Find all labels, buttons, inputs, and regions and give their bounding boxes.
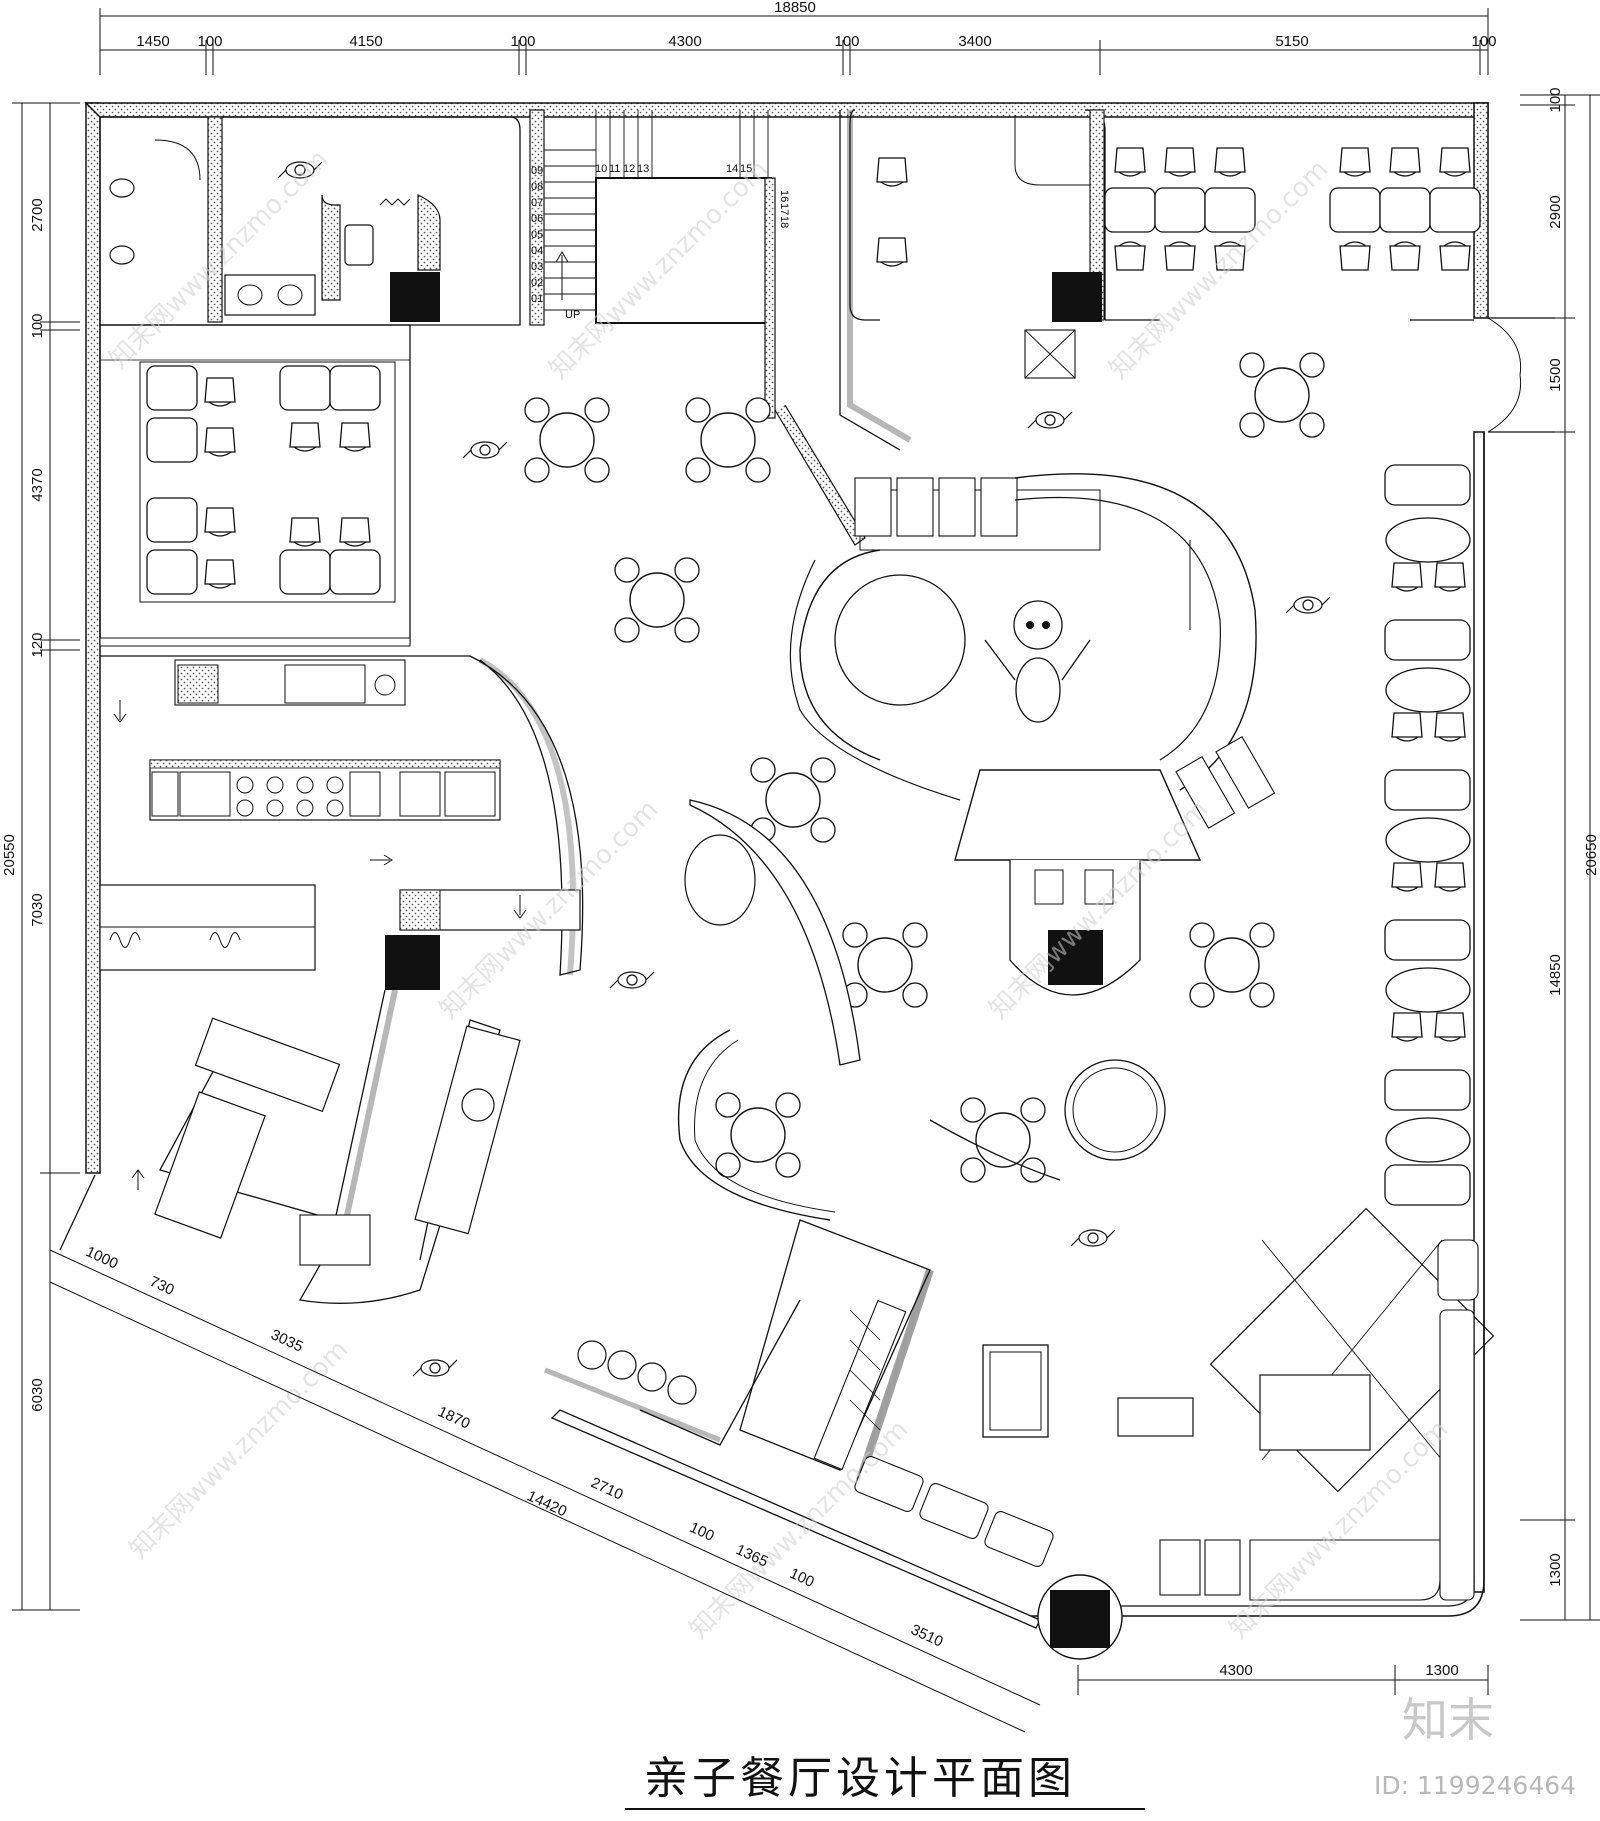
watermark-7: 知末网www.znzmo.com (684, 1414, 915, 1645)
bottom-dimensions (1077, 1665, 1489, 1695)
dim-top-seg: 100 (510, 33, 535, 50)
bottom-partitions (544, 1207, 1495, 1660)
top-center-room (849, 109, 1106, 379)
dim-bottom-seg: 1300 (1425, 1662, 1458, 1679)
dim-top-seg: 1450 (136, 33, 169, 50)
drawing-title: 亲子餐厅设计平面图 (644, 1753, 1076, 1804)
step-label: 12 (623, 163, 635, 175)
step-label: 13 (637, 163, 649, 175)
dim-top-seg: 100 (834, 33, 859, 50)
step-label: 16 (778, 190, 790, 202)
dim-top-seg: 4150 (349, 33, 382, 50)
step-label: 15 (740, 163, 752, 175)
dim-right-seg: 1500 (1547, 358, 1564, 391)
dim-right-seg: 100 (1547, 87, 1564, 112)
dim-top-seg: 5150 (1275, 33, 1308, 50)
top-right-booths (1104, 147, 1481, 321)
stair-up-label: UP (565, 309, 580, 321)
dim-top-seg: 4300 (668, 33, 701, 50)
dim-diag-seg: 1870 (435, 1403, 472, 1432)
brand-logo-text: 知末 (1402, 1693, 1494, 1747)
dim-bottom-seg: 4300 (1219, 1662, 1252, 1679)
kitchen (99, 655, 584, 1304)
dim-top-seg: 100 (197, 33, 222, 50)
dim-left-seg: 120 (29, 632, 46, 657)
restroom-block (99, 116, 521, 326)
dim-diag-seg: 2710 (588, 1474, 625, 1503)
right-dimensions (1520, 94, 1600, 1621)
step-label: 02 (531, 277, 543, 289)
step-label: 07 (531, 197, 543, 209)
dim-left-total: 20550 (1, 834, 18, 876)
dim-diag-seg: 100 (787, 1565, 817, 1591)
dim-top-seg: 3400 (958, 33, 991, 50)
step-label: 06 (531, 213, 543, 225)
step-label: 01 (531, 293, 543, 305)
exterior-walls (59, 102, 1555, 1629)
dim-top-seg: 100 (1471, 33, 1496, 50)
dim-diag-seg: 100 (687, 1519, 717, 1545)
dim-right-seg: 2900 (1547, 195, 1564, 228)
step-label: 09 (531, 165, 543, 177)
play-slide-structure (789, 473, 1276, 996)
watermark-2: 知末网www.znzmo.com (544, 154, 775, 385)
step-label: 17 (778, 203, 790, 215)
left-dimension-labels: 20550 2700 100 4370 120 7030 6030 (1, 198, 46, 1411)
step-label: 14 (726, 163, 738, 175)
step-label: 18 (778, 216, 790, 228)
right-dimension-labels: 20650 100 2900 1500 14850 1300 (1547, 87, 1600, 1586)
dim-diag-seg: 3035 (268, 1326, 305, 1355)
top-dimensions (99, 8, 1489, 75)
dim-left-seg: 100 (29, 313, 46, 338)
dim-left-seg: 7030 (29, 893, 46, 926)
step-label: 10 (595, 163, 607, 175)
left-dining-room (99, 324, 411, 647)
dim-right-total: 20650 (1583, 834, 1600, 876)
diagonal-dimensions (49, 1249, 1041, 1733)
stair-step-labels: 01 02 03 04 05 06 07 08 09 10 11 12 13 1… (531, 163, 790, 321)
diagonal-dimension-labels: 1000 730 3035 1870 2710 100 1365 100 351… (83, 1243, 945, 1650)
dim-diag-seg: 3510 (908, 1621, 945, 1650)
dim-top-total: 18850 (774, 0, 816, 16)
dim-left-seg: 2700 (29, 198, 46, 231)
step-label: 08 (531, 181, 543, 193)
step-label: 04 (531, 245, 543, 257)
curved-dividers (677, 799, 1166, 1221)
dim-left-seg: 6030 (29, 1378, 46, 1411)
dim-left-seg: 4370 (29, 468, 46, 501)
dim-right-seg: 14850 (1547, 954, 1564, 996)
dim-right-seg: 1300 (1547, 1553, 1564, 1586)
image-id-label: ID: 1199246464 (1374, 1771, 1577, 1800)
bottom-dimension-labels: 4300 1300 (1219, 1662, 1458, 1679)
dim-diag-total: 14420 (524, 1487, 569, 1520)
step-label: 11 (609, 163, 620, 175)
step-label: 05 (531, 229, 543, 241)
top-dimension-labels: 18850 1450 100 4150 100 4300 100 3400 51… (136, 0, 1496, 50)
left-dimensions (12, 102, 80, 1611)
dim-diag-seg: 730 (147, 1273, 177, 1299)
step-label: 03 (531, 261, 543, 273)
title-underline (625, 1808, 1145, 1810)
right-booth-column (1384, 464, 1471, 1206)
